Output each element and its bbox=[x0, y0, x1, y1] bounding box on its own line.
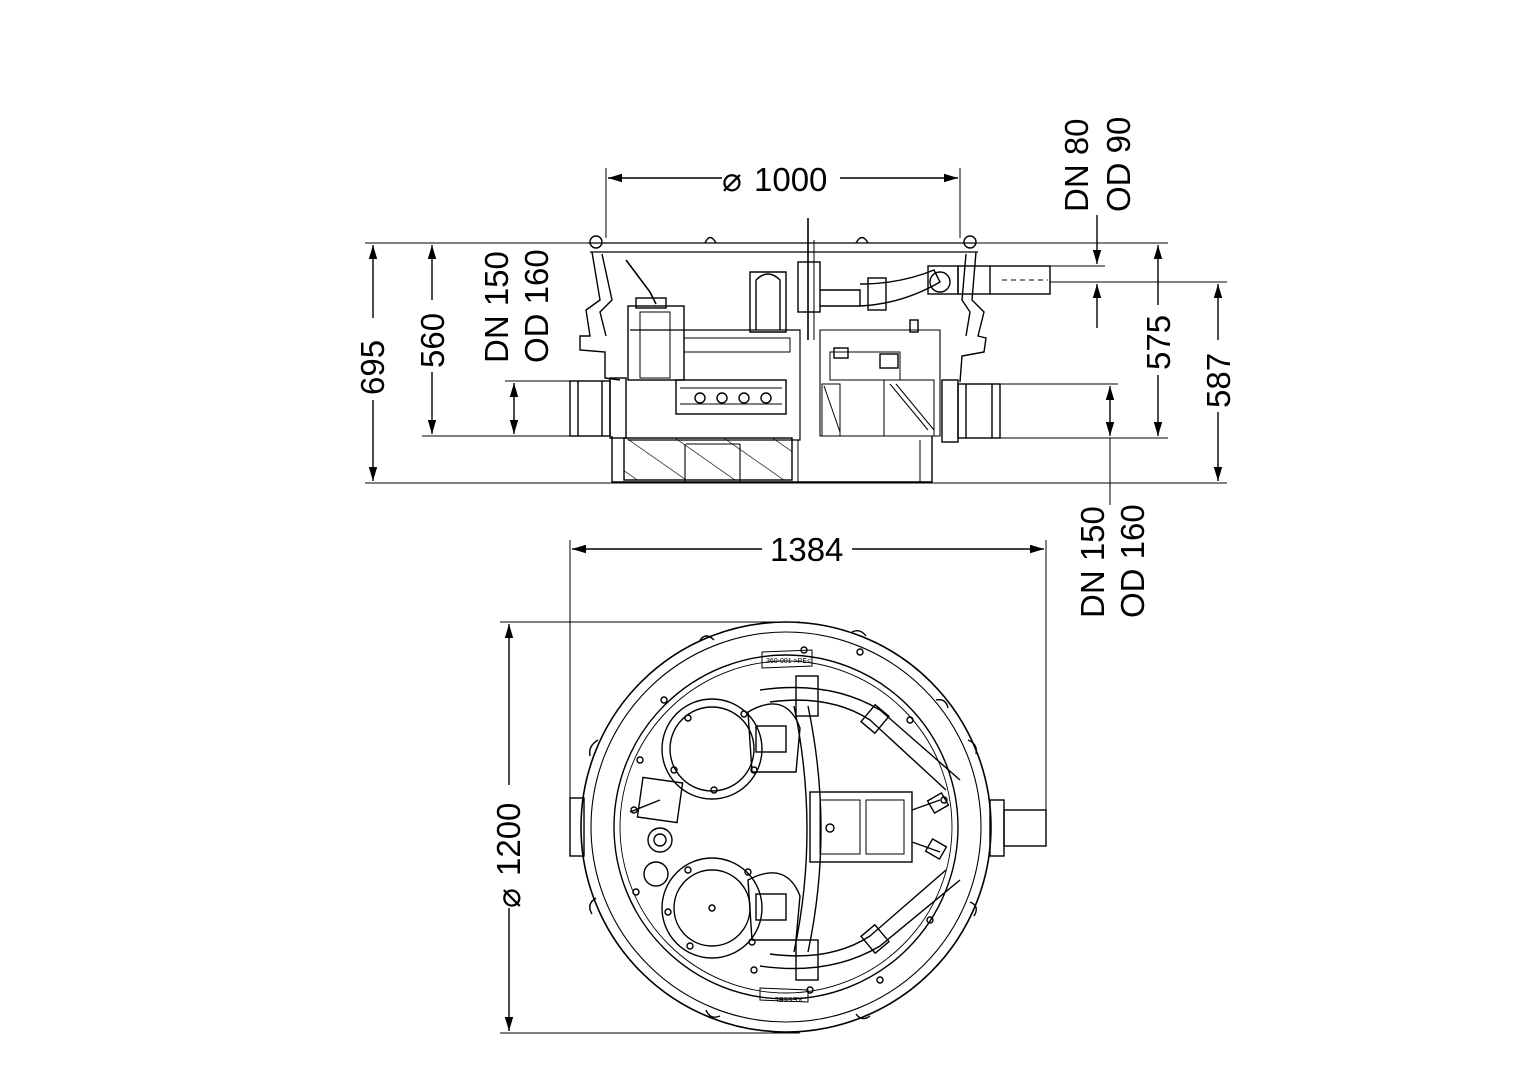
inlet-left-stub bbox=[569, 797, 585, 857]
dim-695: 695 bbox=[354, 340, 391, 395]
outlet-dn80-pipe bbox=[957, 265, 1051, 295]
label-outlet-dn: DN 80 bbox=[1058, 118, 1095, 212]
dim-575: 575 bbox=[1140, 315, 1177, 370]
dim-587: 587 bbox=[1200, 353, 1237, 408]
label-inlet-left-od: OD 160 bbox=[518, 249, 555, 363]
part-number-plate: 360-001 >PE< bbox=[766, 658, 811, 665]
dim-1200-value: 1200 bbox=[490, 803, 527, 876]
dim-1000-symbol: ⌀ bbox=[722, 161, 742, 198]
inlet-right-pipe-top bbox=[1003, 809, 1047, 847]
tank-side-body bbox=[569, 218, 1051, 483]
brand-plate: KESSEL bbox=[775, 995, 802, 1002]
top-view-labels: 1384 ⌀ 1200 360-001 >PE< KESSEL bbox=[490, 531, 843, 1002]
tank-top-body bbox=[569, 621, 1047, 1033]
dim-560: 560 bbox=[414, 313, 451, 368]
inlet-left-pipe bbox=[569, 380, 611, 437]
hatched-base bbox=[623, 437, 793, 481]
dim-1200-symbol: ⌀ bbox=[490, 888, 527, 908]
inlet-right-stub bbox=[989, 799, 1005, 857]
label-inlet-left-dn: DN 150 bbox=[478, 251, 515, 363]
label-inlet-right-od: OD 160 bbox=[1114, 504, 1151, 618]
inlet-right-pipe bbox=[957, 383, 1001, 439]
side-view-labels: ⌀ 1000 695 560 DN 150 OD 160 DN 80 OD 90… bbox=[354, 117, 1237, 618]
top-view bbox=[500, 540, 1047, 1034]
label-inlet-right-dn: DN 150 bbox=[1074, 506, 1111, 618]
label-outlet-od: OD 90 bbox=[1100, 117, 1137, 212]
dim-1000-value: 1000 bbox=[754, 161, 827, 198]
side-view bbox=[365, 168, 1227, 505]
dim-1384: 1384 bbox=[770, 531, 843, 568]
